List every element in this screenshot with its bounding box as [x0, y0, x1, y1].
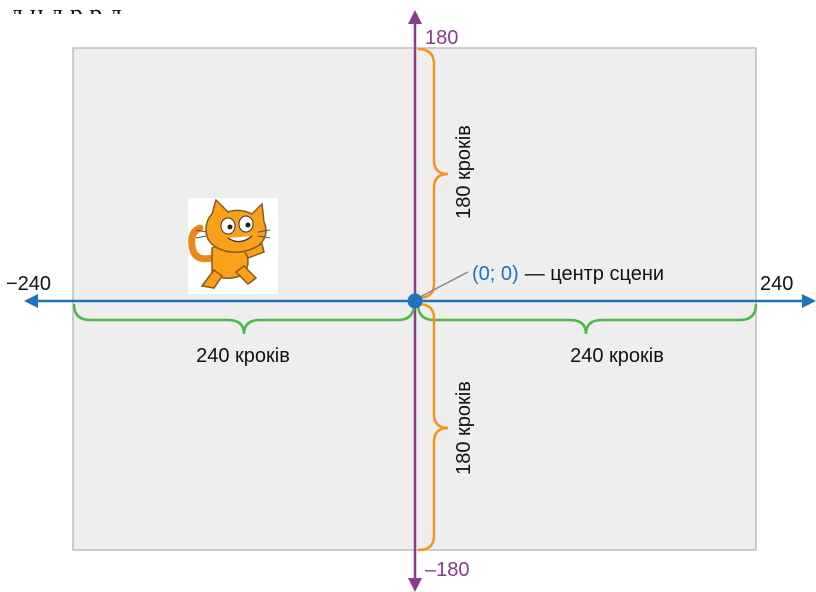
origin-leader-line [419, 271, 469, 298]
origin-caption: — центр сцени [525, 263, 664, 285]
origin-coords: (0; 0) [472, 263, 519, 285]
y-max-label: 180 [425, 27, 458, 49]
right-distance-label: 240 кроків [570, 345, 664, 367]
left-brace [72, 303, 416, 335]
right-brace [416, 303, 758, 335]
left-distance-label: 240 кроків [196, 345, 290, 367]
x-min-label: −240 [6, 273, 51, 295]
x-max-label: 240 [760, 273, 793, 295]
cropped-top-text: д ц д р р д [10, 0, 122, 28]
y-min-label: –180 [425, 559, 470, 581]
upper-distance-label: 180 кроків [453, 125, 475, 219]
origin-point [407, 293, 423, 309]
lower-brace [417, 302, 449, 552]
scratch-cat-sprite [188, 198, 278, 294]
origin-label: (0; 0) — центр сцени [472, 263, 664, 285]
lower-distance-label: 180 кроків [453, 381, 475, 475]
